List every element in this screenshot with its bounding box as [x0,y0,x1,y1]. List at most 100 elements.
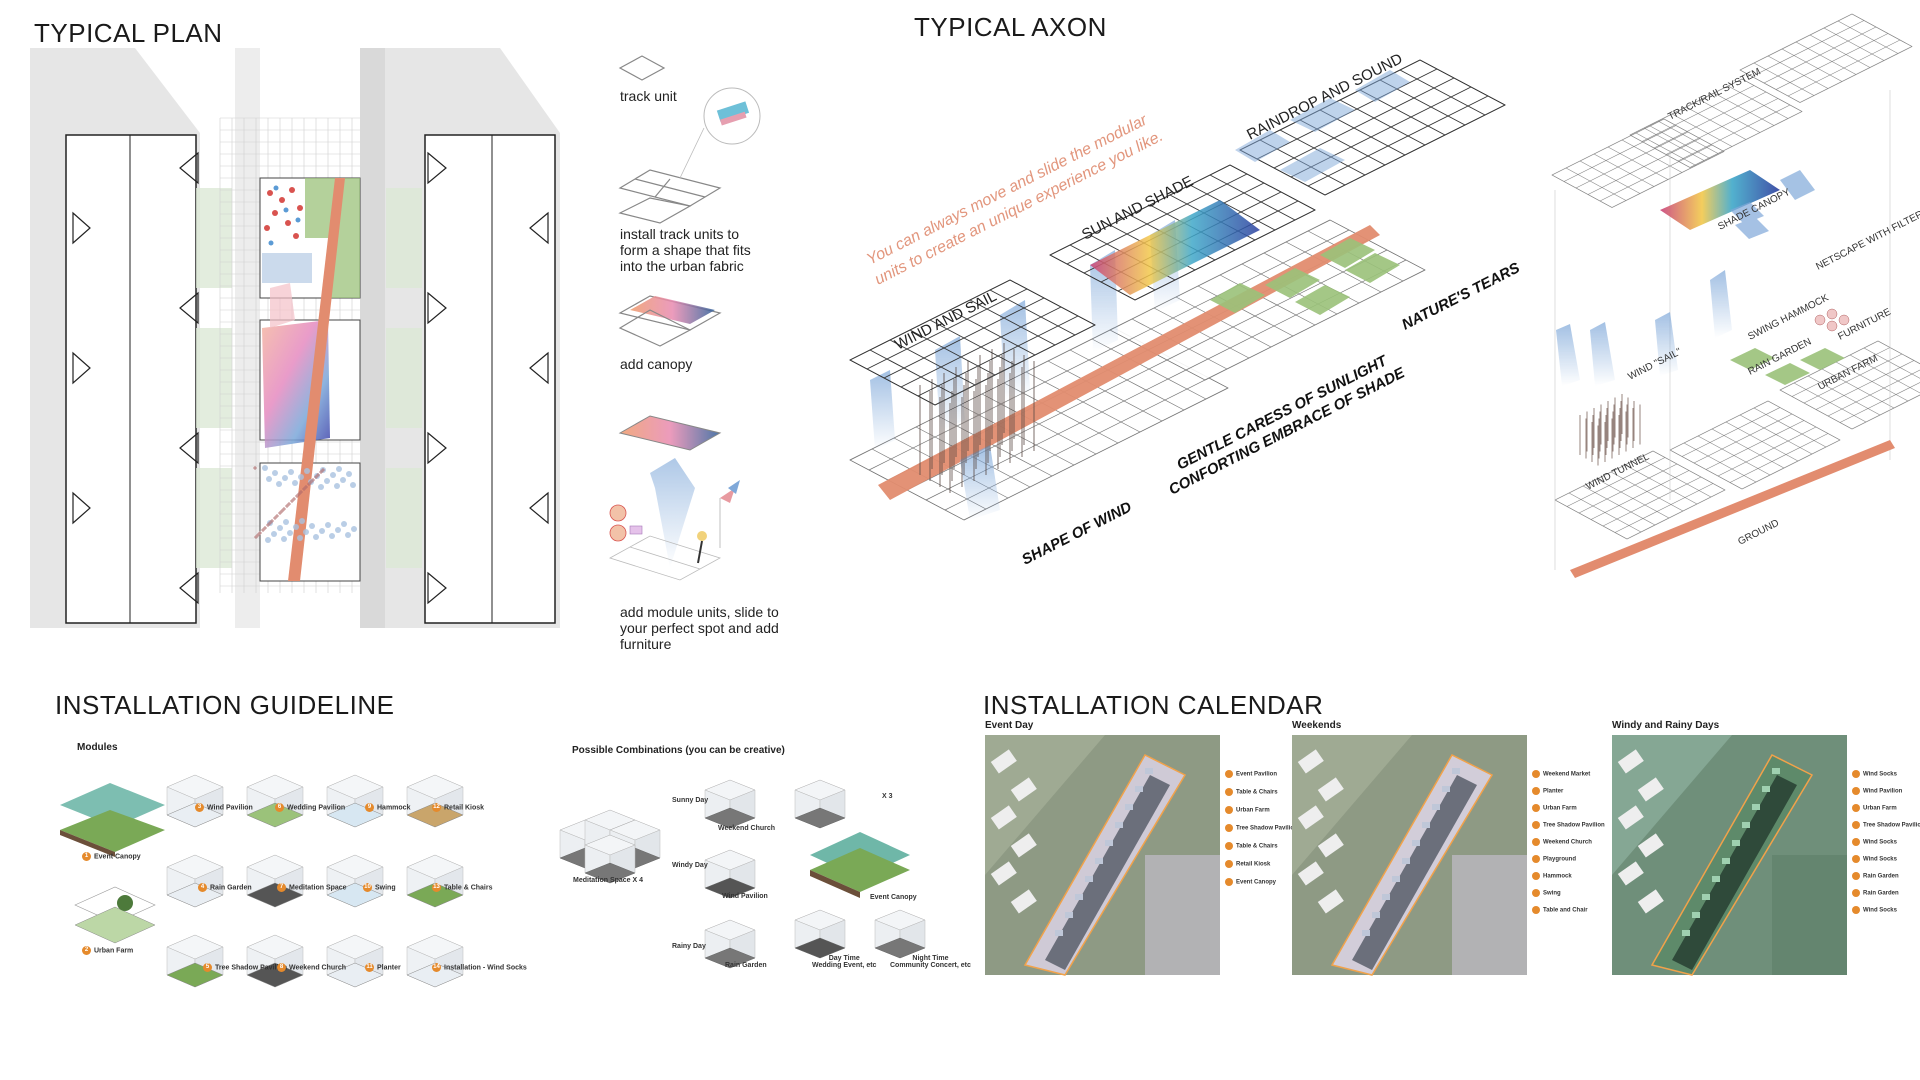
module-name: Retail Kiosk [444,804,485,812]
module-name: Rain Garden [210,884,252,892]
module-number: 10 [363,883,372,892]
legend-marker-icon [1225,842,1233,850]
legend-label: Wind Socks [1863,771,1897,778]
legend-label: Planter [1543,788,1564,795]
legend-label: Table and Chair [1543,907,1588,914]
calendar-legend-item: Weekend Church [1532,838,1592,846]
legend-marker-icon [1225,824,1233,832]
typical-axon-drawing: You can always move and slide the modula… [849,50,1523,569]
calendar-site-image [1612,735,1847,976]
module-name: Planter [377,964,401,972]
legend-label: Hammock [1543,873,1572,880]
legend-label: Rain Garden [1863,873,1899,880]
calendar-legend-item: Tree Shadow Pavilion [1852,821,1920,829]
calendar-legend-item: Tree Shadow Pavilion [1532,821,1605,829]
module-number: 12 [432,803,441,812]
calendar-legend-item: Wind Socks [1852,770,1897,778]
legend-label: Event Pavilion [1236,771,1278,778]
legend-marker-icon [1532,838,1540,846]
axon-shape-of-wind: SHAPE OF WIND [1019,498,1135,568]
step-track-unit-caption: track unit [620,88,677,104]
legend-label: Playground [1543,856,1577,863]
combo-day-time: Day Time Wedding Event, etc [812,955,877,969]
calendar-legend-item: Weekend Market [1532,770,1590,778]
typical-plan-title: TYPICAL PLAN [34,18,223,48]
module-name: Wind Pavilion [207,804,253,812]
module-name: Weekend Church [289,964,347,972]
exploded-axon-drawing: TRACK/RAIL SYSTEM SHADE CANOPY NETSCAPE … [1551,13,1920,578]
legend-label: Rain Garden [1863,890,1899,897]
legend-label: Tree Shadow Pavilion [1236,825,1298,832]
combo-x3: X 3 [882,793,893,800]
legend-label: Wind Socks [1863,856,1897,863]
legend-label: Table & Chairs [1236,789,1278,796]
module-name: Tree Shadow Pavilion [215,964,287,972]
legend-marker-icon [1852,787,1860,795]
legend-label: Tree Shadow Pavilion [1863,822,1920,829]
calendar-site-image [985,735,1220,976]
module-number: 3 [195,803,204,812]
calendar-legend-item: Rain Garden [1852,889,1899,897]
legend-label: Wind Socks [1863,907,1897,914]
module-number: 6 [275,803,284,812]
calendar-legend-item: Wind Socks [1852,838,1897,846]
legend-label: Wind Socks [1863,839,1897,846]
calendar-legend-item: Urban Farm [1225,806,1270,814]
axon-note-line1: You can always move and slide the modula… [864,111,1150,268]
combo-wind-pavilion: Wind Pavilion [722,893,768,900]
legend-marker-icon [1532,889,1540,897]
calendar-panel-title: Windy and Rainy Days [1612,720,1720,731]
installation-calendar-title: INSTALLATION CALENDAR [983,690,1324,720]
module-name: Wedding Pavilion [287,804,346,812]
typical-plan-drawing [30,48,560,628]
module-name: Installation - Wind Socks [444,964,527,972]
module-number: 7 [277,883,286,892]
legend-marker-icon [1852,804,1860,812]
legend-marker-icon [1852,855,1860,863]
module-number: 2 [82,946,91,955]
legend-marker-icon [1532,821,1540,829]
calendar-panel-title: Weekends [1292,720,1342,731]
legend-marker-icon [1852,838,1860,846]
legend-marker-icon [1852,770,1860,778]
module-number: 4 [198,883,207,892]
module-name: Swing [375,884,396,892]
legend-label: Tree Shadow Pavilion [1543,822,1605,829]
combo-night-time: Night Time Community Concert, etc [890,955,971,969]
module-number: 9 [365,803,374,812]
legend-label: Event Canopy [1236,879,1277,886]
calendar-legend-item: Table & Chairs [1225,788,1278,796]
combo-meditation-x4: Meditation Space X 4 [573,877,644,884]
legend-marker-icon [1852,821,1860,829]
module-number: 5 [203,963,212,972]
calendar-legend-item: Wind Pavilion [1852,787,1902,795]
legend-marker-icon [1532,770,1540,778]
module-number: 1 [82,852,91,861]
module-number: 11 [365,963,374,972]
legend-marker-icon [1225,788,1233,796]
legend-label: Weekend Market [1543,771,1591,778]
legend-label: Table & Chairs [1236,843,1278,850]
combinations-illustrations [559,779,926,969]
calendar-legend-item: Event Pavilion [1225,770,1277,778]
legend-label: Retail Kiosk [1236,861,1271,868]
calendar-legend-item: Table and Chair [1532,906,1588,914]
exp-track-rail: TRACK/RAIL SYSTEM [1666,66,1762,122]
legend-marker-icon [1225,770,1233,778]
exp-wind-tunnel: WIND TUNNEL [1584,451,1651,492]
calendar-site-image [1292,735,1527,976]
axon-wind-and-sail: WIND AND SAIL [892,288,999,354]
module-name: Urban Farm [94,947,134,955]
modules-label: Modules [77,742,118,753]
module-number: 14 [432,963,441,972]
combo-sunny-day: Sunny Day [672,797,709,804]
